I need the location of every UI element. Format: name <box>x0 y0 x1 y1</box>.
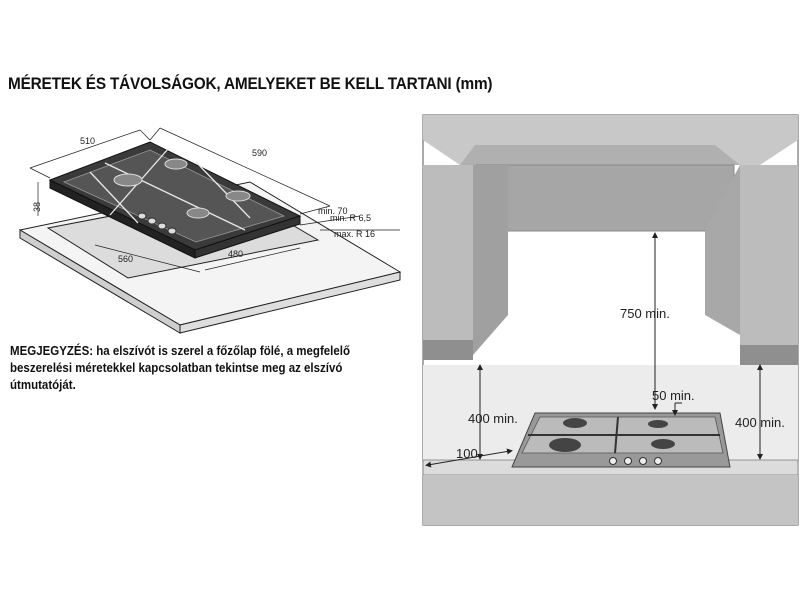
cabinet-right-side <box>740 165 798 350</box>
hood-clearance-label: 750 min. <box>620 306 670 321</box>
cabinet-left-side <box>423 165 473 355</box>
knob-4 <box>167 227 177 235</box>
clearance-diagram: 750 min. 400 min. 400 min. 50 min. 100 <box>422 114 799 526</box>
cutout-diagram: 510 590 38 min. 70 min. R 6,5 max. R 16 … <box>18 127 402 334</box>
knob-3 <box>639 457 647 465</box>
burner-3 <box>186 207 210 219</box>
cabinet-left-front <box>473 165 508 355</box>
dim-min70-label: min. 70 <box>318 206 348 216</box>
knob-1 <box>137 212 147 220</box>
cabinet-right-shelf <box>740 345 798 365</box>
knob-3 <box>157 222 167 230</box>
dim-depth-label: 590 <box>252 148 267 158</box>
page-title: MÉRETEK ÉS TÁVOLSÁGOK, AMELYEKET BE KELL… <box>8 75 493 93</box>
burner-2 <box>164 158 188 170</box>
countertop-side <box>179 271 401 334</box>
knob-2 <box>624 457 632 465</box>
dim-cutout-width-label: 560 <box>118 254 133 264</box>
hood-front <box>475 164 735 232</box>
burner-4 <box>651 439 675 449</box>
dim-cutout-depth-label: 480 <box>228 249 243 259</box>
dim-max-radius-label: max. R 16 <box>334 229 375 239</box>
note-text: ha elszívót is szerel a főzőlap fölé, a … <box>10 344 350 392</box>
cabinet-right-front <box>705 165 740 335</box>
right-clearance-label: 400 min. <box>735 415 785 430</box>
knob-1 <box>609 457 617 465</box>
knob-4 <box>654 457 662 465</box>
arrow-100 <box>425 448 513 468</box>
knob-2 <box>147 217 157 225</box>
hood-top <box>460 145 740 165</box>
back-distance-label: 50 min. <box>652 388 695 403</box>
burner-1 <box>113 173 143 187</box>
note-label: MEGJEGYZÉS: <box>10 344 94 358</box>
burner-3 <box>648 420 668 428</box>
dim-height-label: 38 <box>32 202 42 212</box>
dim-min-radius-label: min. R 6,5 <box>330 213 371 223</box>
cabinet-left-shelf <box>423 340 473 360</box>
countertop-front <box>423 475 798 525</box>
hob-side-edge <box>194 215 301 259</box>
installation-note: MEGJEGYZÉS: ha elszívót is szerel a főző… <box>10 343 378 394</box>
dim-width-label: 510 <box>80 136 95 146</box>
burner-2 <box>549 438 581 452</box>
burner-4 <box>225 190 251 202</box>
side-distance-label: 100 <box>456 446 478 461</box>
left-clearance-label: 400 min. <box>468 411 518 426</box>
burner-1 <box>563 418 587 428</box>
